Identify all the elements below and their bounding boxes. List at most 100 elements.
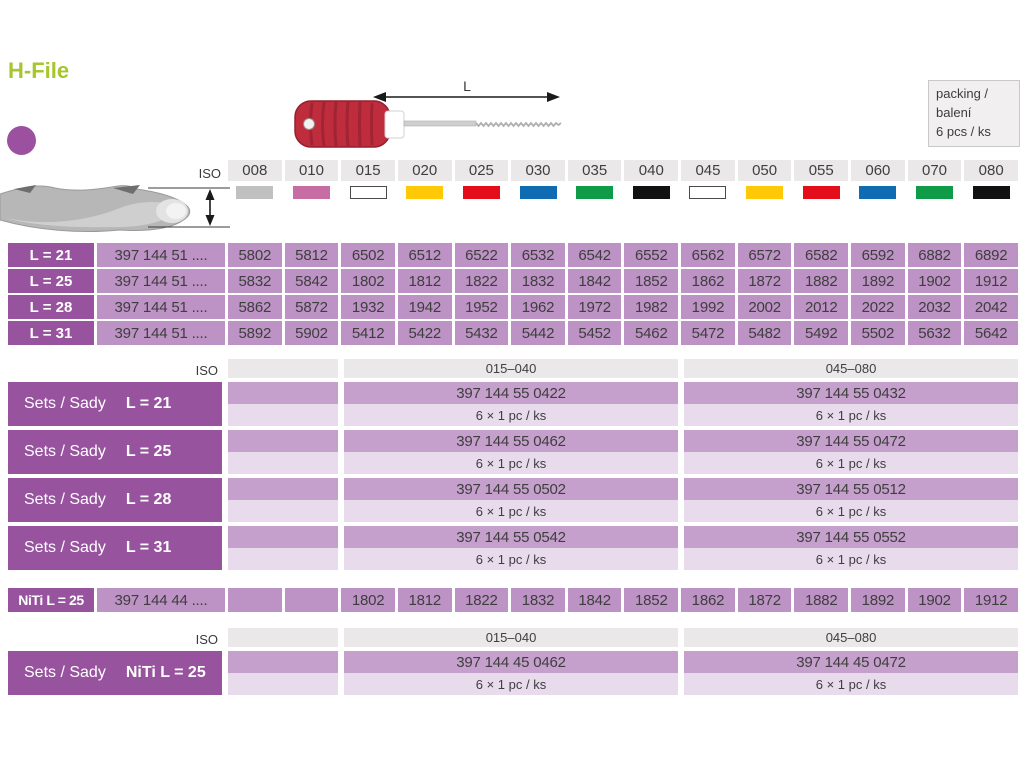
instrument-drawing: L — [294, 78, 562, 148]
sets-quantity: 6 × 1 pc / ks — [684, 673, 1018, 695]
sets-empty-cell — [228, 500, 338, 522]
order-number-cell: 5482 — [737, 321, 792, 345]
iso-bar-spacer — [8, 185, 225, 200]
iso-size-045: 045 — [681, 160, 735, 181]
order-number-cell: 5492 — [794, 321, 849, 345]
iso-size-080: 080 — [964, 160, 1018, 181]
iso-color-bar — [916, 186, 954, 199]
sets-empty-cell — [228, 673, 338, 695]
arrowhead-up — [205, 189, 215, 200]
sets-iso-spacer — [228, 359, 338, 378]
sets-length-text: L = 21 — [125, 395, 172, 412]
order-number-cell: 5862 — [228, 295, 282, 319]
handle-ridge — [358, 101, 362, 147]
iso-color-bar-cell — [794, 185, 848, 200]
packing-info-box: packing / balení 6 pcs / ks — [928, 80, 1020, 147]
iso-size-070: 070 — [907, 160, 962, 181]
niti-order-number-cell: 1812 — [397, 588, 452, 612]
order-number-cell: 6512 — [397, 243, 452, 267]
order-number-cell: 1822 — [454, 269, 509, 293]
sets-iso-label: ISO — [195, 632, 218, 647]
order-number-cell: 1932 — [341, 295, 395, 319]
arrowhead-down — [205, 215, 215, 226]
sets-empty-cell — [228, 404, 338, 426]
iso-color-bar-cell — [568, 185, 622, 200]
niti-order-number-cell: 1892 — [851, 588, 905, 612]
sets-range-015-040: 015–040 — [344, 359, 678, 378]
order-number-cell: 5872 — [284, 295, 339, 319]
niti-order-number-cell: 1872 — [737, 588, 792, 612]
iso-color-bar — [802, 186, 840, 199]
iso-color-bar — [746, 186, 784, 199]
order-number-cell: 6532 — [511, 243, 565, 267]
sets-quantity: 6 × 1 pc / ks — [684, 548, 1018, 570]
order-number-cell: 2022 — [851, 295, 905, 319]
sets-catalog-number: 397 144 55 0432 — [684, 382, 1018, 404]
iso-color-bar-cell — [624, 185, 678, 200]
sets-length-text: L = 31 — [125, 539, 172, 556]
iso-color-bar-cell — [851, 185, 905, 200]
niti-order-number-cell: 1862 — [681, 588, 735, 612]
order-number-cell: 2012 — [794, 295, 849, 319]
niti-order-number-cell: 1832 — [511, 588, 565, 612]
sets-quantity: 6 × 1 pc / ks — [344, 452, 678, 474]
order-number-cell: 5422 — [397, 321, 452, 345]
row-length-label: L = 25 — [8, 269, 94, 293]
niti-order-number-cell: 1842 — [567, 588, 622, 612]
working-part — [475, 121, 562, 128]
order-number-cell: 6582 — [794, 243, 849, 267]
order-number-cell: 1812 — [397, 269, 452, 293]
iso-size-030: 030 — [511, 160, 565, 181]
flute-notch — [14, 185, 36, 193]
shaft — [403, 120, 477, 127]
order-number-cell: 2032 — [907, 295, 962, 319]
sets-quantity: 6 × 1 pc / ks — [684, 404, 1018, 426]
handle-ridge — [333, 101, 338, 147]
order-number-cell: 1942 — [397, 295, 452, 319]
iso-size-008: 008 — [228, 160, 282, 181]
sets-range-045-080: 045–080 — [684, 628, 1018, 647]
sets-catalog-number: 397 144 55 0512 — [684, 478, 1018, 500]
iso-color-bar — [292, 186, 330, 199]
order-number-cell: 5832 — [228, 269, 282, 293]
order-number-cell: 6592 — [851, 243, 905, 267]
order-number-cell: 2002 — [737, 295, 792, 319]
order-number-cell: 1952 — [454, 295, 509, 319]
niti-order-number-cell — [228, 588, 282, 612]
order-number-cell: 5462 — [624, 321, 679, 345]
order-number-cell: 1912 — [964, 269, 1018, 293]
order-number-cell: 1852 — [624, 269, 679, 293]
order-number-cell: 5412 — [341, 321, 395, 345]
order-number-cell: 1982 — [624, 295, 679, 319]
iso-size-050: 050 — [737, 160, 792, 181]
iso-color-bar-cell — [455, 185, 509, 200]
niti-order-number-cell — [284, 588, 339, 612]
sets-label-text: Sets / Sady — [24, 443, 106, 460]
order-number-cell: 5902 — [284, 321, 339, 345]
page-title: H-File — [8, 58, 70, 83]
order-number-cell: 6572 — [737, 243, 792, 267]
niti-order-number-cell: 1822 — [454, 588, 509, 612]
length-label: L — [463, 78, 471, 94]
iso-color-bar — [406, 186, 444, 199]
iso-header-label: ISO — [198, 166, 221, 181]
order-number-cell: 5802 — [228, 243, 282, 267]
row-catalog-prefix: 397 144 51 .... — [97, 295, 225, 319]
sets-quantity: 6 × 1 pc / ks — [344, 673, 678, 695]
sets-catalog-number: 397 144 45 0472 — [684, 651, 1018, 673]
handle-ridge — [345, 101, 350, 147]
sets-empty-cell — [228, 382, 338, 404]
order-number-cell: 1892 — [851, 269, 905, 293]
order-number-cell: 5632 — [907, 321, 962, 345]
sets-catalog-number: 397 144 55 0502 — [344, 478, 678, 500]
sets-iso-label: ISO — [195, 363, 218, 378]
